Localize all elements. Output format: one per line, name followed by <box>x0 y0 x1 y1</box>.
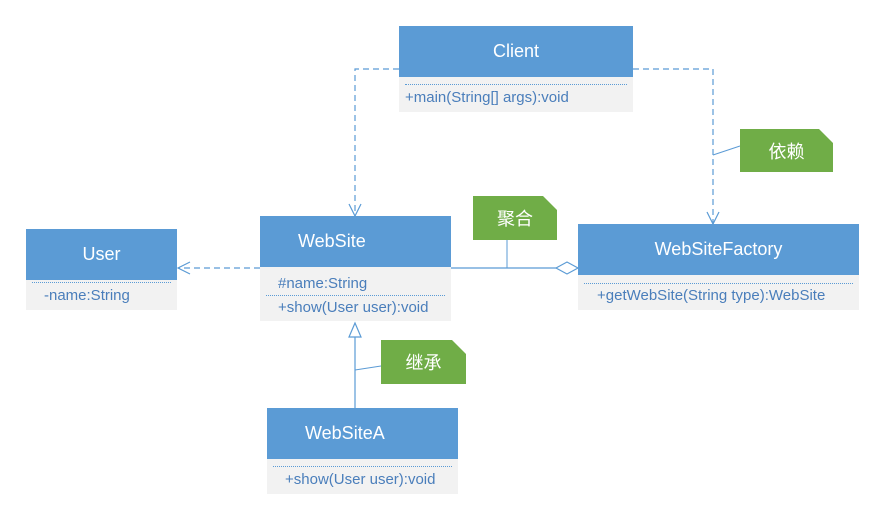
class-website: WebSite #name:String +show(User user):vo… <box>260 216 451 321</box>
note-inheritance: 继承 <box>381 340 466 384</box>
client-website-dependency <box>354 68 399 216</box>
class-website-operation: +show(User user):void <box>278 299 429 316</box>
class-client: Client +main(String[] args):void <box>399 26 633 112</box>
class-website-factory-operation: +getWebSite(String type):WebSite <box>597 287 826 304</box>
class-website-factory-title: WebSiteFactory <box>578 224 859 275</box>
note-dependency-text: 依赖 <box>768 141 805 162</box>
note-dependency-connector <box>712 145 741 156</box>
class-website-factory: WebSiteFactory +getWebSite(String type):… <box>578 224 859 310</box>
class-user-attribute: -name:String <box>44 287 130 304</box>
note-fold-icon <box>543 196 557 210</box>
note-aggregation: 聚合 <box>473 196 557 240</box>
class-website-attribute: #name:String <box>278 275 368 292</box>
note-dependency: 依赖 <box>740 129 833 172</box>
class-user-title: User <box>26 229 177 280</box>
client-factory-dependency <box>633 68 714 224</box>
note-inheritance-text: 继承 <box>405 353 442 373</box>
inheritance-triangle <box>348 321 362 338</box>
class-client-operation: +main(String[] args):void <box>405 89 569 106</box>
class-user: User -name:String <box>26 229 177 310</box>
class-website-a-operation: +show(User user):void <box>285 471 436 488</box>
website-user-arrowhead <box>176 261 191 275</box>
class-website-title: WebSite <box>260 216 451 267</box>
class-client-title: Client <box>399 26 633 77</box>
note-inheritance-connector <box>354 365 382 371</box>
note-fold-icon <box>452 340 466 354</box>
class-website-a-title: WebSiteA <box>267 408 458 459</box>
note-fold-icon <box>819 129 833 143</box>
aggregation-diamond <box>554 261 580 275</box>
class-website-a: WebSiteA +show(User user):void <box>267 408 458 494</box>
note-aggregation-text: 聚合 <box>497 209 533 229</box>
